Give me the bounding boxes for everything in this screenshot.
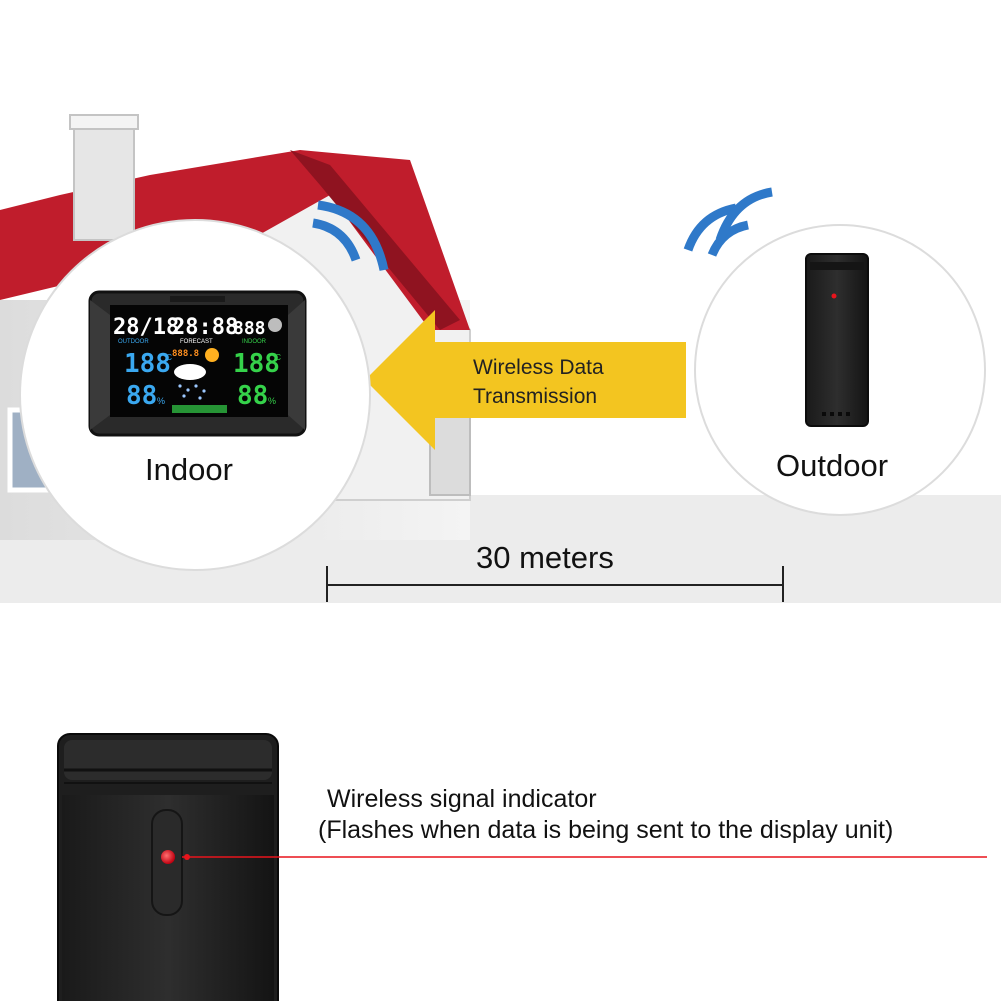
outdoor-led [831, 293, 837, 299]
indicator-caption: Wireless signal indicator (Flashes when … [318, 784, 893, 846]
lcd-third: 888 [233, 318, 266, 339]
lcd-temp-indoor: 188 [233, 349, 280, 379]
lcd-indoor-tag: INDOOR [242, 339, 267, 345]
lcd-humidity-outdoor: 88 [126, 381, 157, 411]
indoor-label: Indoor [145, 452, 233, 487]
transmission-label-line2: Transmission [473, 385, 598, 408]
lcd-humidity-unit-outdoor: % [157, 396, 165, 406]
transmission-label-line1: Wireless Data [473, 356, 604, 379]
lcd-temp-outdoor: 188 [124, 349, 171, 379]
weather-station-display: 28/18 28:88 888 OUTDOOR FORECAST INDOOR … [88, 290, 307, 437]
lcd-date: 28/18 [113, 315, 179, 340]
sun-icon [205, 348, 219, 362]
lcd-temp-unit-outdoor: °C [163, 353, 172, 362]
lcd-humidity-indoor: 88 [237, 381, 268, 411]
indicator-pointer [182, 854, 987, 860]
outdoor-signal-icon [683, 187, 773, 257]
transmission-arrow [365, 310, 686, 450]
moon-phase-icon [268, 318, 282, 332]
lcd-pressure: 888.8 [172, 349, 199, 359]
transmission-label: Wireless Data Transmission [473, 353, 604, 411]
lcd-temp-unit-indoor: °C [272, 353, 281, 362]
lcd-humidity-unit-indoor: % [268, 396, 276, 406]
snow-icon [178, 384, 206, 400]
distance-bracket [326, 566, 784, 602]
signal-indicator-led [161, 850, 175, 864]
indicator-caption-note: (Flashes when data is being sent to the … [318, 816, 894, 844]
indicator-caption-title: Wireless signal indicator [327, 785, 597, 813]
distance-label: 30 meters [476, 540, 614, 575]
outdoor-label: Outdoor [776, 448, 889, 483]
lcd-forecast-tag: FORECAST [180, 339, 213, 345]
indoor-signal-icon [312, 200, 389, 271]
cloud-icon [174, 364, 206, 380]
outdoor-sensor [805, 253, 869, 427]
lcd-time: 28:88 [172, 315, 238, 340]
chimney [73, 119, 135, 241]
lcd-outdoor-tag: OUTDOOR [118, 339, 149, 345]
sensor-closeup [57, 733, 279, 1001]
